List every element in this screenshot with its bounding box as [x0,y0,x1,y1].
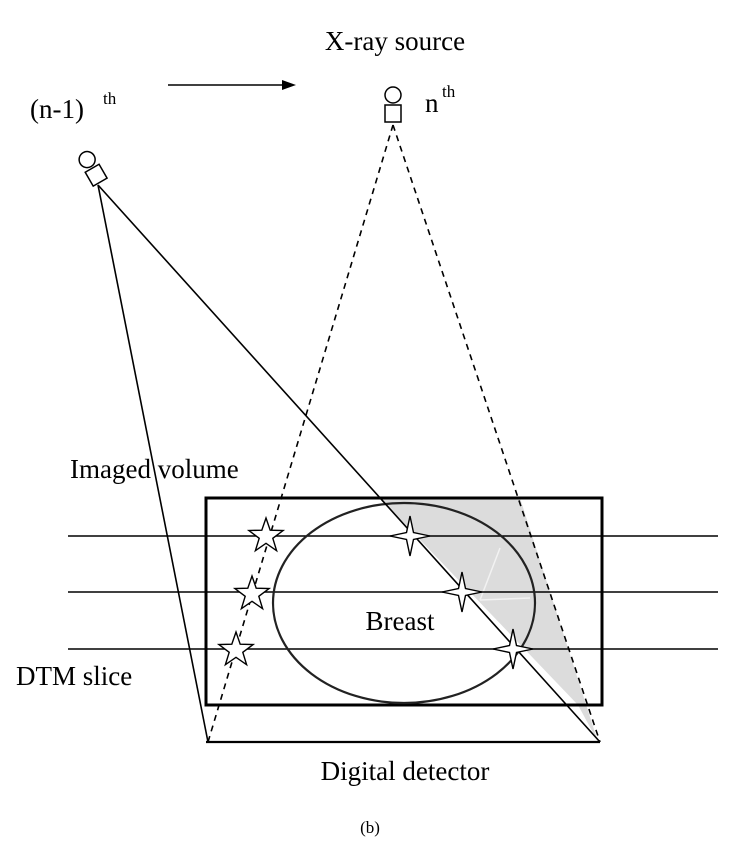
star-icon-1 [246,515,286,553]
imaged-volume-label: Imaged volume [70,454,239,484]
curr-source-label: n [425,88,439,118]
digital-detector-label: Digital detector [321,756,490,786]
breast-label: Breast [366,606,435,636]
panel-label: (b) [360,818,380,837]
sparkle-icon-1 [389,515,431,557]
prev-source-icon [78,150,109,188]
sparkle-icon-2 [441,571,483,613]
imaged-volume-box [204,496,604,707]
curr-source-icon [384,86,402,123]
star-icon-2 [232,573,272,611]
sparkle-icon-3 [492,628,534,670]
curr-source-superscript: th [442,82,456,101]
xray-source-label: X-ray source [325,26,465,56]
motion-arrow-icon [282,80,296,90]
breast-outline [271,501,537,705]
prev-source-label: (n-1) [30,94,84,124]
prev-source-superscript: th [103,89,117,108]
sparkle-icons [389,515,534,670]
dtm-slice-label: DTM slice [16,661,132,691]
star-icon-3 [216,629,256,667]
star-outline-icons [216,515,286,667]
curr-source-ray-right [392,124,601,743]
shaded-projection-region [380,498,598,742]
curr-source-ray-left [207,124,394,743]
prev-source-ray-left [97,184,209,743]
